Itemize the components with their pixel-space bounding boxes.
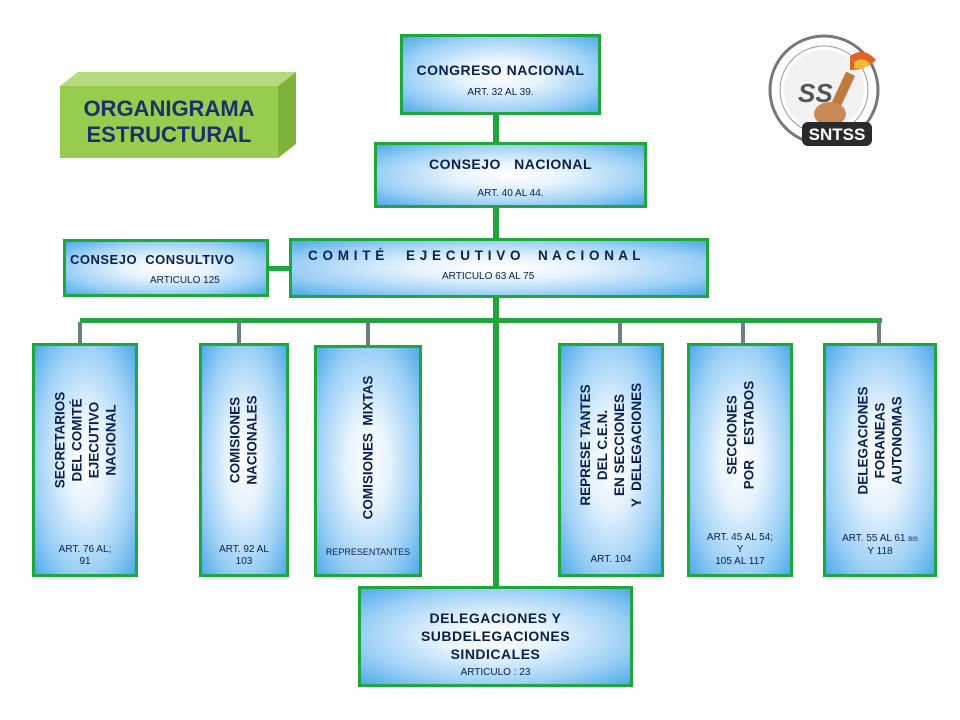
node-article: ART. 40 AL 44. (477, 188, 544, 199)
node-comite-ejecutivo-nacional[interactable]: C O M I T É E J E C U T I V O N A C I O … (289, 238, 709, 298)
node-consejo-consultivo[interactable]: CONSEJO CONSULTIVO ARTICULO 125 (63, 239, 269, 297)
diagram-title-line2: ESTRUCTURAL (86, 122, 252, 147)
sntss-emblem-icon: SS SNTSS (768, 34, 880, 146)
node-article: ARTICULO : 23 (460, 667, 531, 678)
connector-cap (366, 322, 370, 346)
node-article: ART. 32 AL 39. (467, 87, 534, 98)
diagram-title-line1: ORGANIGRAMA (83, 96, 255, 121)
diagram-title-block: ORGANIGRAMA ESTRUCTURAL (60, 72, 296, 158)
connector-congreso-consejo (493, 112, 499, 144)
connector-cap (618, 322, 622, 344)
node-congreso-nacional[interactable]: CONGRESO NACIONAL ART. 32 AL 39. (400, 34, 601, 115)
connector-cap (237, 322, 241, 344)
node-article: ART. 104 (590, 554, 632, 565)
node-delegaciones-subdelegaciones[interactable]: DELEGACIONES Y SUBDELEGACIONES SINDICALE… (358, 586, 633, 687)
node-consejo-nacional[interactable]: CONSEJO NACIONAL ART. 40 AL 44. (374, 142, 647, 208)
title-block-3d-faces (60, 72, 296, 158)
connector-main-trunk (493, 296, 499, 588)
node-title: CONSEJO NACIONAL (428, 156, 592, 172)
diagram-title: ORGANIGRAMA ESTRUCTURAL (60, 86, 278, 158)
node-title: C O M I T É E J E C U T I V O N A C I O … (308, 248, 642, 263)
node-title: CONGRESO NACIONAL (416, 62, 585, 78)
connector-consejo-comite (493, 206, 499, 240)
logo-text: SNTSS (809, 125, 866, 144)
node-article: ARTICULO 63 AL 75 (442, 271, 535, 282)
logo-letters: SS (798, 78, 833, 108)
node-title: DELEGACIONES Y SUBDELEGACIONES SINDICALE… (420, 610, 571, 662)
node-article: REPRESENTANTES (325, 547, 411, 557)
node-title: COMISIONES MIXTAS (360, 375, 376, 519)
node-title: CONSEJO CONSULTIVO (70, 252, 235, 267)
node-article: ART. 76 AL;91 (58, 544, 112, 567)
connector-cap (877, 322, 881, 344)
node-article: ARTICULO 125 (150, 275, 220, 286)
connector-cap (78, 322, 82, 344)
connector-cap (741, 322, 745, 344)
node-comisiones-mixtas[interactable]: COMISIONES MIXTAS REPRESENTANTES (314, 345, 422, 577)
connector-horizontal-bus (80, 318, 882, 323)
node-article: ART. 55 AL 61 BIS Y 118 (842, 533, 918, 557)
connector-consultivo-comite (266, 266, 292, 271)
